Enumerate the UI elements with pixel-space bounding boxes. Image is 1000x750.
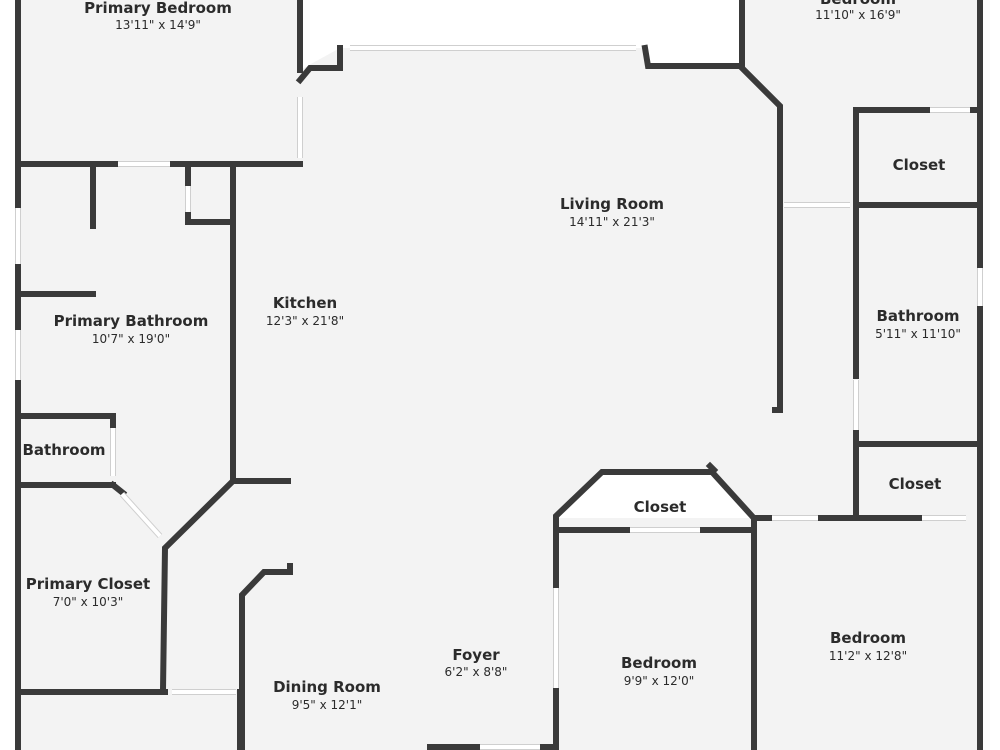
room-name-kitchen: Kitchen bbox=[273, 294, 337, 312]
room-name-foyer: Foyer bbox=[452, 646, 500, 664]
room-labels: Primary Bedroom 13'11" x 14'9" Bedroom 1… bbox=[22, 0, 960, 712]
room-name-dining-room: Dining Room bbox=[273, 678, 381, 696]
room-name-bedroom-top: Bedroom bbox=[820, 0, 896, 8]
room-name-bathroom-right: Bathroom bbox=[876, 307, 959, 325]
room-dims-bedroom-top: 11'10" x 16'9" bbox=[815, 8, 901, 22]
room-dims-kitchen: 12'3" x 21'8" bbox=[266, 314, 344, 328]
room-dims-primary-closet: 7'0" x 10'3" bbox=[53, 595, 124, 609]
room-name-closet-center: Closet bbox=[634, 498, 687, 516]
room-dims-primary-bedroom: 13'11" x 14'9" bbox=[115, 18, 201, 32]
room-name-primary-closet: Primary Closet bbox=[26, 575, 150, 593]
room-name-closet-right: Closet bbox=[889, 475, 942, 493]
room-dims-bathroom-right: 5'11" x 11'10" bbox=[875, 327, 961, 341]
room-name-living-room: Living Room bbox=[560, 195, 664, 213]
room-name-bathroom-left: Bathroom bbox=[22, 441, 105, 459]
room-name-primary-bedroom: Primary Bedroom bbox=[84, 0, 232, 17]
room-name-primary-bathroom: Primary Bathroom bbox=[54, 312, 209, 330]
windows bbox=[15, 45, 983, 750]
room-dims-primary-bathroom: 10'7" x 19'0" bbox=[92, 332, 170, 346]
room-dims-dining-room: 9'5" x 12'1" bbox=[292, 698, 363, 712]
walls bbox=[15, 0, 983, 750]
room-dims-foyer: 6'2" x 8'8" bbox=[445, 665, 508, 679]
room-name-bedroom-right: Bedroom bbox=[830, 629, 906, 647]
room-name-bedroom-center: Bedroom bbox=[621, 654, 697, 672]
room-dims-bedroom-right: 11'2" x 12'8" bbox=[829, 649, 907, 663]
room-dims-living-room: 14'11" x 21'3" bbox=[569, 215, 655, 229]
room-dims-bedroom-center: 9'9" x 12'0" bbox=[624, 674, 695, 688]
room-name-closet-top: Closet bbox=[893, 156, 946, 174]
